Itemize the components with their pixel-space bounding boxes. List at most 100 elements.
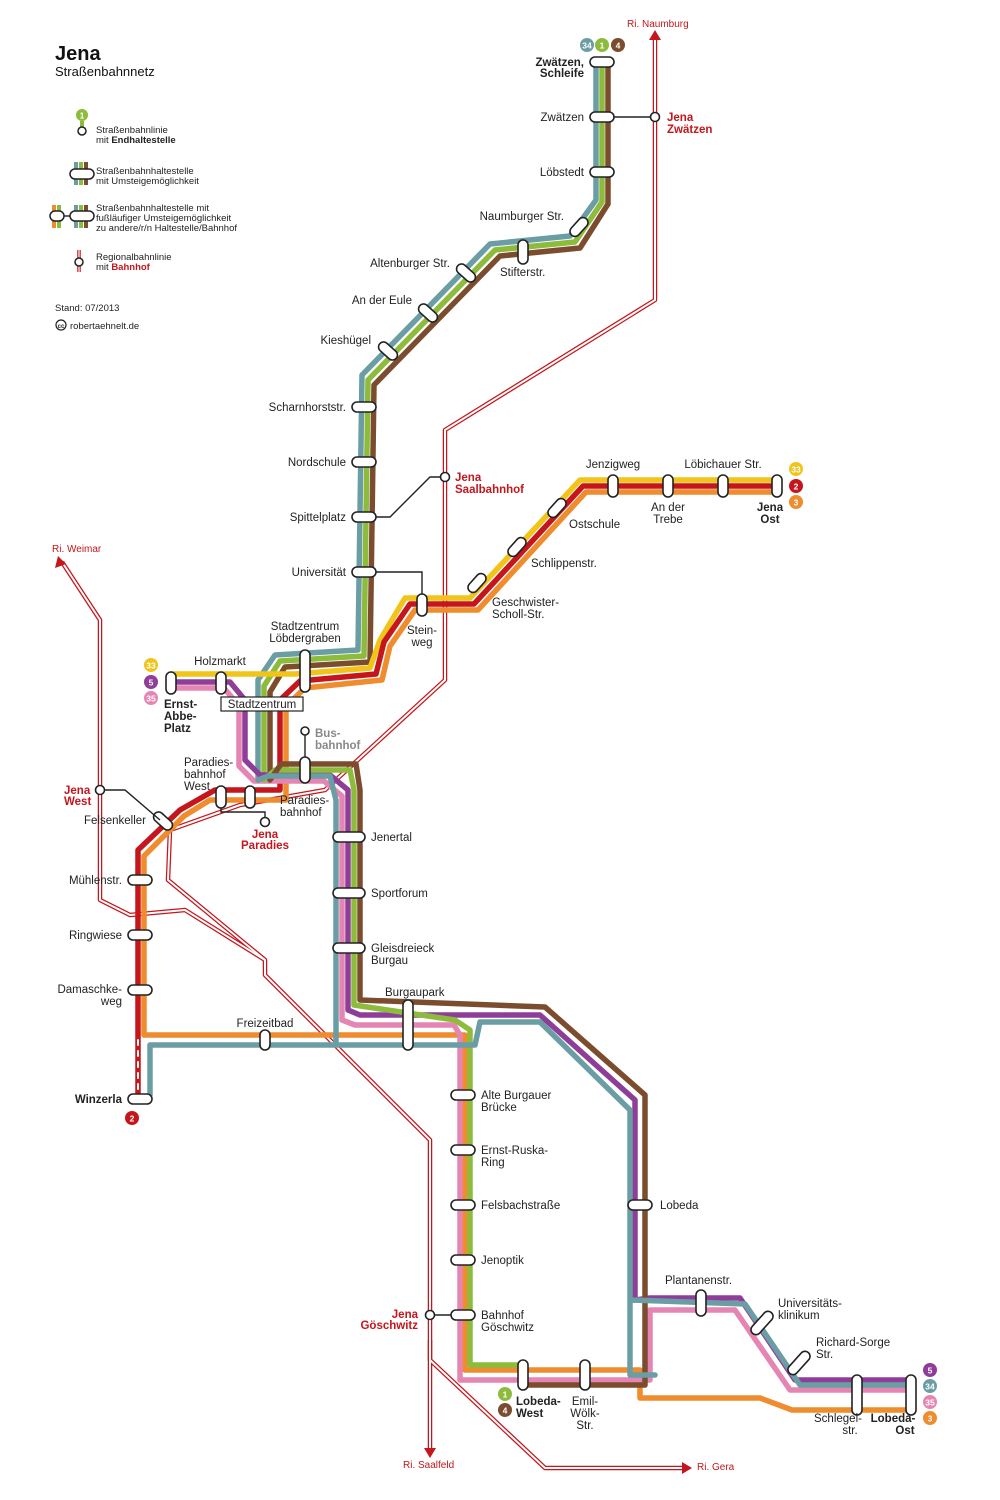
stop-felsenkeller <box>152 811 174 831</box>
lbl-jenzigweg: Jenzigweg <box>586 459 640 471</box>
lbl-altenburger: Altenburger Str. <box>370 258 450 270</box>
tram-line-34-south <box>147 773 913 1388</box>
stop-bf-goeschwitz <box>450 1309 476 1321</box>
lbl-burgaupark: Burgaupark <box>385 987 445 999</box>
stop-stifterstr <box>517 239 529 265</box>
rail-lbl-west-2: West <box>64 796 91 808</box>
cc-icon <box>55 319 67 331</box>
stop-ernst-ruska <box>450 1144 476 1156</box>
lbl-richardsorge-1: Richard-Sorge <box>816 1337 890 1349</box>
stop-lobeda-ost <box>905 1374 917 1416</box>
dir-weimar: Ri. Weimar <box>52 544 102 555</box>
tram-line-4-north <box>267 57 611 783</box>
svg-text:34: 34 <box>582 41 592 51</box>
stop-damaschkeweg <box>127 984 153 996</box>
lbl-stadtzentrum-l-1: Stadtzentrum <box>271 621 339 633</box>
rail-arrows <box>55 30 692 1474</box>
badge-zw-34 <box>580 38 594 52</box>
lbl-stadtzentrum-l-2: Löbdergraben <box>269 633 341 645</box>
badge-lw-1 <box>498 1387 512 1401</box>
lbl-freizeitbad: Freizeitbad <box>237 1018 294 1030</box>
lbl-emilwoelk-2: Wölk- <box>570 1408 600 1420</box>
lbl-lobedawest-1: Lobeda- <box>516 1396 561 1408</box>
lbl-scharnhorst: Scharnhorststr. <box>269 402 346 414</box>
lbl-kieshuegel: Kieshügel <box>320 335 371 347</box>
lbl-pb-2: bahnhof <box>280 807 322 819</box>
stop-zwaetzen-schleife <box>589 56 615 68</box>
lbl-steinweg-1: Stein- <box>407 625 437 637</box>
stop-markers <box>127 56 917 1416</box>
lbl-lobeda: Lobeda <box>660 1200 699 1212</box>
badge-lw-4 <box>498 1403 512 1417</box>
walk-connections <box>100 116 655 1316</box>
rail-lbl-paradies-2: Paradies <box>241 840 289 852</box>
stop-ernst-abbe-platz <box>165 671 177 695</box>
map-subtitle: Straßenbahnnetz <box>55 64 155 79</box>
svg-text:2: 2 <box>130 1114 135 1124</box>
legend-walk-l2: fußläufiger Umsteigemöglichkeit <box>96 213 232 224</box>
lbl-uniklinik-2: klinikum <box>778 1310 820 1322</box>
lbl-zwaetzen: Zwätzen <box>541 112 584 124</box>
badge-zw-1 <box>595 38 609 52</box>
lbl-emilwoelk-3: Str. <box>576 1420 593 1432</box>
walk-saalbahnhof <box>376 476 445 518</box>
badge-eap-5 <box>144 675 158 689</box>
stop-muehlenstr <box>127 874 153 886</box>
map-title: Jena <box>55 43 101 65</box>
rail-station-saalbahnhof <box>439 471 451 483</box>
legend-terminus-icon <box>77 126 87 136</box>
legend-transfer-l2: mit Umsteigemöglichkeit <box>96 176 199 187</box>
lbl-eap-1: Ernst- <box>164 699 197 711</box>
stop-sportforum <box>332 887 366 899</box>
line-badges: 34 1 4 33 2 3 33 5 35 2 5 34 35 3 1 4 <box>125 38 937 1425</box>
legend-terminus-l2-bold: Endhaltestelle <box>111 135 175 146</box>
lbl-winzerla: Winzerla <box>75 1094 123 1106</box>
stop-paradiesbahnhof <box>244 785 256 809</box>
stop-an-der-trebe <box>662 474 674 498</box>
stop-richard-sorge <box>787 1350 811 1376</box>
stop-alte-burgauer <box>450 1089 476 1101</box>
stop-busbahnhof <box>299 756 311 784</box>
walk-paradies <box>220 808 266 820</box>
stop-winzerla <box>127 1093 153 1105</box>
lbl-felsenkeller: Felsenkeller <box>84 815 146 827</box>
stop-nordschule <box>351 456 377 468</box>
svg-text:34: 34 <box>925 1382 935 1392</box>
svg-text:4: 4 <box>616 41 621 51</box>
lbl-sportforum: Sportforum <box>371 888 428 900</box>
stop-labels: Zwätzen, Schleife Zwätzen Löbstedt Naumb… <box>57 57 915 1437</box>
lbl-jenaost-2: Ost <box>760 514 779 526</box>
rail-station-west <box>94 784 106 796</box>
dir-gera: Ri. Gera <box>697 1462 735 1473</box>
lbl-holzmarkt: Holzmarkt <box>194 656 247 668</box>
stop-steinweg <box>416 593 428 617</box>
svg-text:5: 5 <box>928 1366 933 1376</box>
lbl-busbf-1: Bus- <box>315 728 341 740</box>
svg-text:2: 2 <box>794 482 799 492</box>
stop-schlegelstr <box>851 1374 863 1416</box>
lbl-jenertal: Jenertal <box>371 832 412 844</box>
arrow-saalfeld <box>424 1448 436 1458</box>
rail-station-zwaetzen <box>649 111 661 123</box>
tram-line-33-east <box>167 477 779 677</box>
legend-rail-l2-bold: Bahnhof <box>111 262 150 273</box>
lbl-pbw-1: Paradies- <box>184 757 233 769</box>
rail-lbl-zwaetzen-1: Jena <box>667 112 694 124</box>
stand-date: Stand: 07/2013 <box>55 303 119 314</box>
regional-rail-lines-inner <box>61 38 685 1469</box>
lbl-loebstedt: Löbstedt <box>540 167 585 179</box>
lbl-pbw-2: bahnhof <box>184 769 226 781</box>
legend-transfer-l1: Straßenbahnhaltestelle <box>96 166 194 177</box>
stop-lobeda-west <box>517 1359 529 1391</box>
lbl-stadtzentrum-box: Stadtzentrum <box>228 699 296 711</box>
lbl-eap-3: Platz <box>164 723 191 735</box>
lbl-schlegel-2: str. <box>842 1425 857 1437</box>
lbl-jenoptik: Jenoptik <box>481 1255 524 1267</box>
dir-saalfeld: Ri. Saalfeld <box>403 1460 454 1471</box>
stop-loebichauer <box>717 474 729 498</box>
svg-text:3: 3 <box>928 1414 933 1424</box>
lbl-pb-1: Paradies- <box>280 795 329 807</box>
lbl-altburgauer-1: Alte Burgauer <box>481 1090 551 1102</box>
lbl-zwaetzen-schleife-1: Zwätzen, <box>535 57 584 69</box>
lbl-eap-2: Abbe- <box>164 711 197 723</box>
